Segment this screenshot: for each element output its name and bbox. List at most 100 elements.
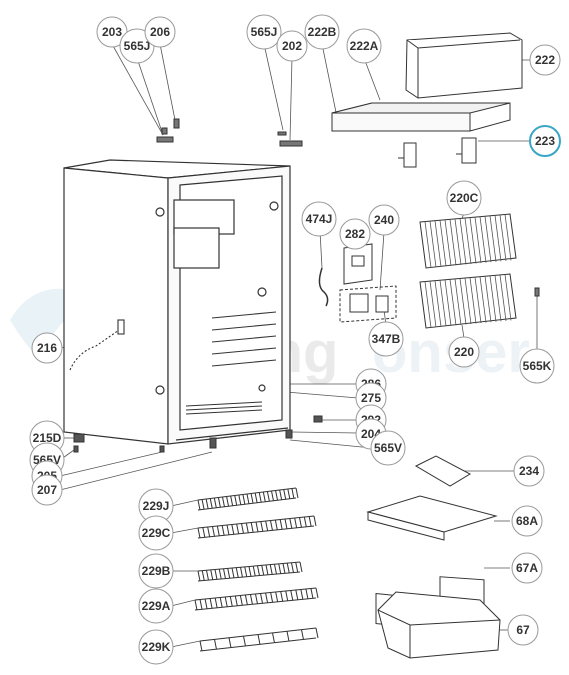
callout-275[interactable]: 275 (355, 382, 387, 414)
shelf-wire (206, 570, 209, 581)
callout-565j-a[interactable]: 565J (119, 28, 155, 64)
shelf-wire (286, 631, 290, 642)
shelf-wire (262, 491, 266, 503)
callout-223[interactable]: 223 (529, 125, 561, 157)
callout-circle (138, 553, 174, 589)
callout-label: 229B (142, 564, 171, 578)
callout-220[interactable]: 220 (448, 336, 480, 368)
callout-label: 215D (33, 431, 62, 445)
grille-slat (444, 219, 452, 266)
callout-565j-b[interactable]: 565J (246, 14, 282, 50)
shelf-wire (289, 518, 293, 529)
thermostat-240 (339, 285, 397, 323)
callout-circle (304, 14, 340, 50)
callout-565v-r[interactable]: 565V (370, 430, 406, 466)
fridge-feet (73, 415, 323, 453)
callout-222b[interactable]: 222B (304, 14, 340, 50)
shelf-wire (201, 570, 205, 581)
callout-circle (138, 629, 174, 665)
callout-circle (446, 180, 482, 216)
callout-206[interactable]: 206 (144, 16, 176, 48)
callout-229k[interactable]: 229K (138, 629, 174, 665)
grille-slat (464, 277, 472, 325)
shelf-wire (210, 569, 214, 580)
shelf-wire (279, 519, 283, 530)
grille-slat (469, 277, 477, 324)
callout-474j[interactable]: 474J (301, 201, 337, 237)
callout-229a[interactable]: 229A (138, 588, 174, 624)
callout-circle (339, 218, 371, 250)
shelf-wire (257, 565, 260, 576)
shelf-wire (229, 596, 233, 607)
callout-67[interactable]: 67 (507, 614, 539, 646)
callout-565k[interactable]: 565K (519, 348, 555, 384)
callout-circle (511, 552, 543, 584)
callout-207[interactable]: 207 (31, 474, 63, 506)
callout-222a[interactable]: 222A (346, 28, 382, 64)
callout-67a[interactable]: 67A (511, 552, 543, 584)
shelf-wire (286, 563, 290, 574)
cover-282 (343, 243, 373, 285)
callout-282[interactable]: 282 (339, 218, 371, 250)
shelf-wire (270, 592, 274, 603)
shelf-wire (248, 566, 252, 577)
callout-label: 223 (535, 134, 555, 148)
callout-label: 565J (124, 39, 151, 53)
callout-label: 282 (345, 227, 365, 241)
drip-tray-68A (366, 495, 498, 541)
shelf-wire (221, 525, 225, 536)
callout-216[interactable]: 216 (31, 332, 63, 364)
shelf-rail (197, 525, 315, 539)
grille-slat (489, 215, 497, 262)
grille-slat (474, 277, 482, 324)
callout-202[interactable]: 202 (276, 30, 308, 62)
shelf-wire (265, 592, 269, 604)
callout-68a[interactable]: 68A (511, 505, 543, 537)
grille-slat (449, 279, 457, 326)
shelf-wire (235, 567, 239, 578)
callout-203[interactable]: 203 (96, 16, 128, 48)
grille-slat (424, 221, 432, 268)
shelf-wire (244, 594, 248, 606)
shelf-wire (265, 520, 269, 532)
shelf-wire (214, 569, 218, 580)
grille-slat (424, 281, 432, 328)
callout-347b[interactable]: 347B (368, 321, 404, 357)
leader-lines (58, 43, 538, 648)
shelf-wire (300, 589, 304, 600)
shelf-wire (234, 495, 238, 506)
shelf-wire (216, 525, 220, 537)
callout-240[interactable]: 240 (368, 204, 400, 236)
grille-slat (454, 218, 462, 265)
shelf-wire (284, 518, 288, 530)
shelf-wire (315, 627, 319, 639)
callout-222[interactable]: 222 (529, 44, 561, 76)
shelf-wire (218, 569, 222, 580)
grille-slat (454, 278, 462, 325)
callout-label: 203 (102, 25, 122, 39)
callout-circle (346, 28, 382, 64)
shelf-wire (217, 497, 221, 508)
shelf-wire (310, 588, 314, 599)
callout-229b[interactable]: 229B (138, 553, 174, 589)
shelf-wire (219, 597, 223, 608)
shelf-wire (285, 590, 289, 602)
callout-circle (448, 336, 480, 368)
shelf-wire (204, 598, 208, 610)
callout-229c[interactable]: 229C (138, 515, 174, 551)
grille-slat (479, 276, 487, 323)
callout-234[interactable]: 234 (513, 455, 545, 487)
callout-circle (529, 125, 561, 157)
callout-label: 229C (142, 526, 171, 540)
shelf-wire (239, 595, 243, 606)
grille-slat (449, 219, 457, 266)
top-screws (156, 118, 303, 147)
callout-label: 68A (516, 514, 538, 528)
shelf-wire (258, 492, 262, 503)
shelf-wire (305, 588, 309, 600)
grille-slat (469, 217, 477, 264)
shelf-wire (250, 493, 254, 504)
callout-220c[interactable]: 220C (446, 180, 482, 216)
